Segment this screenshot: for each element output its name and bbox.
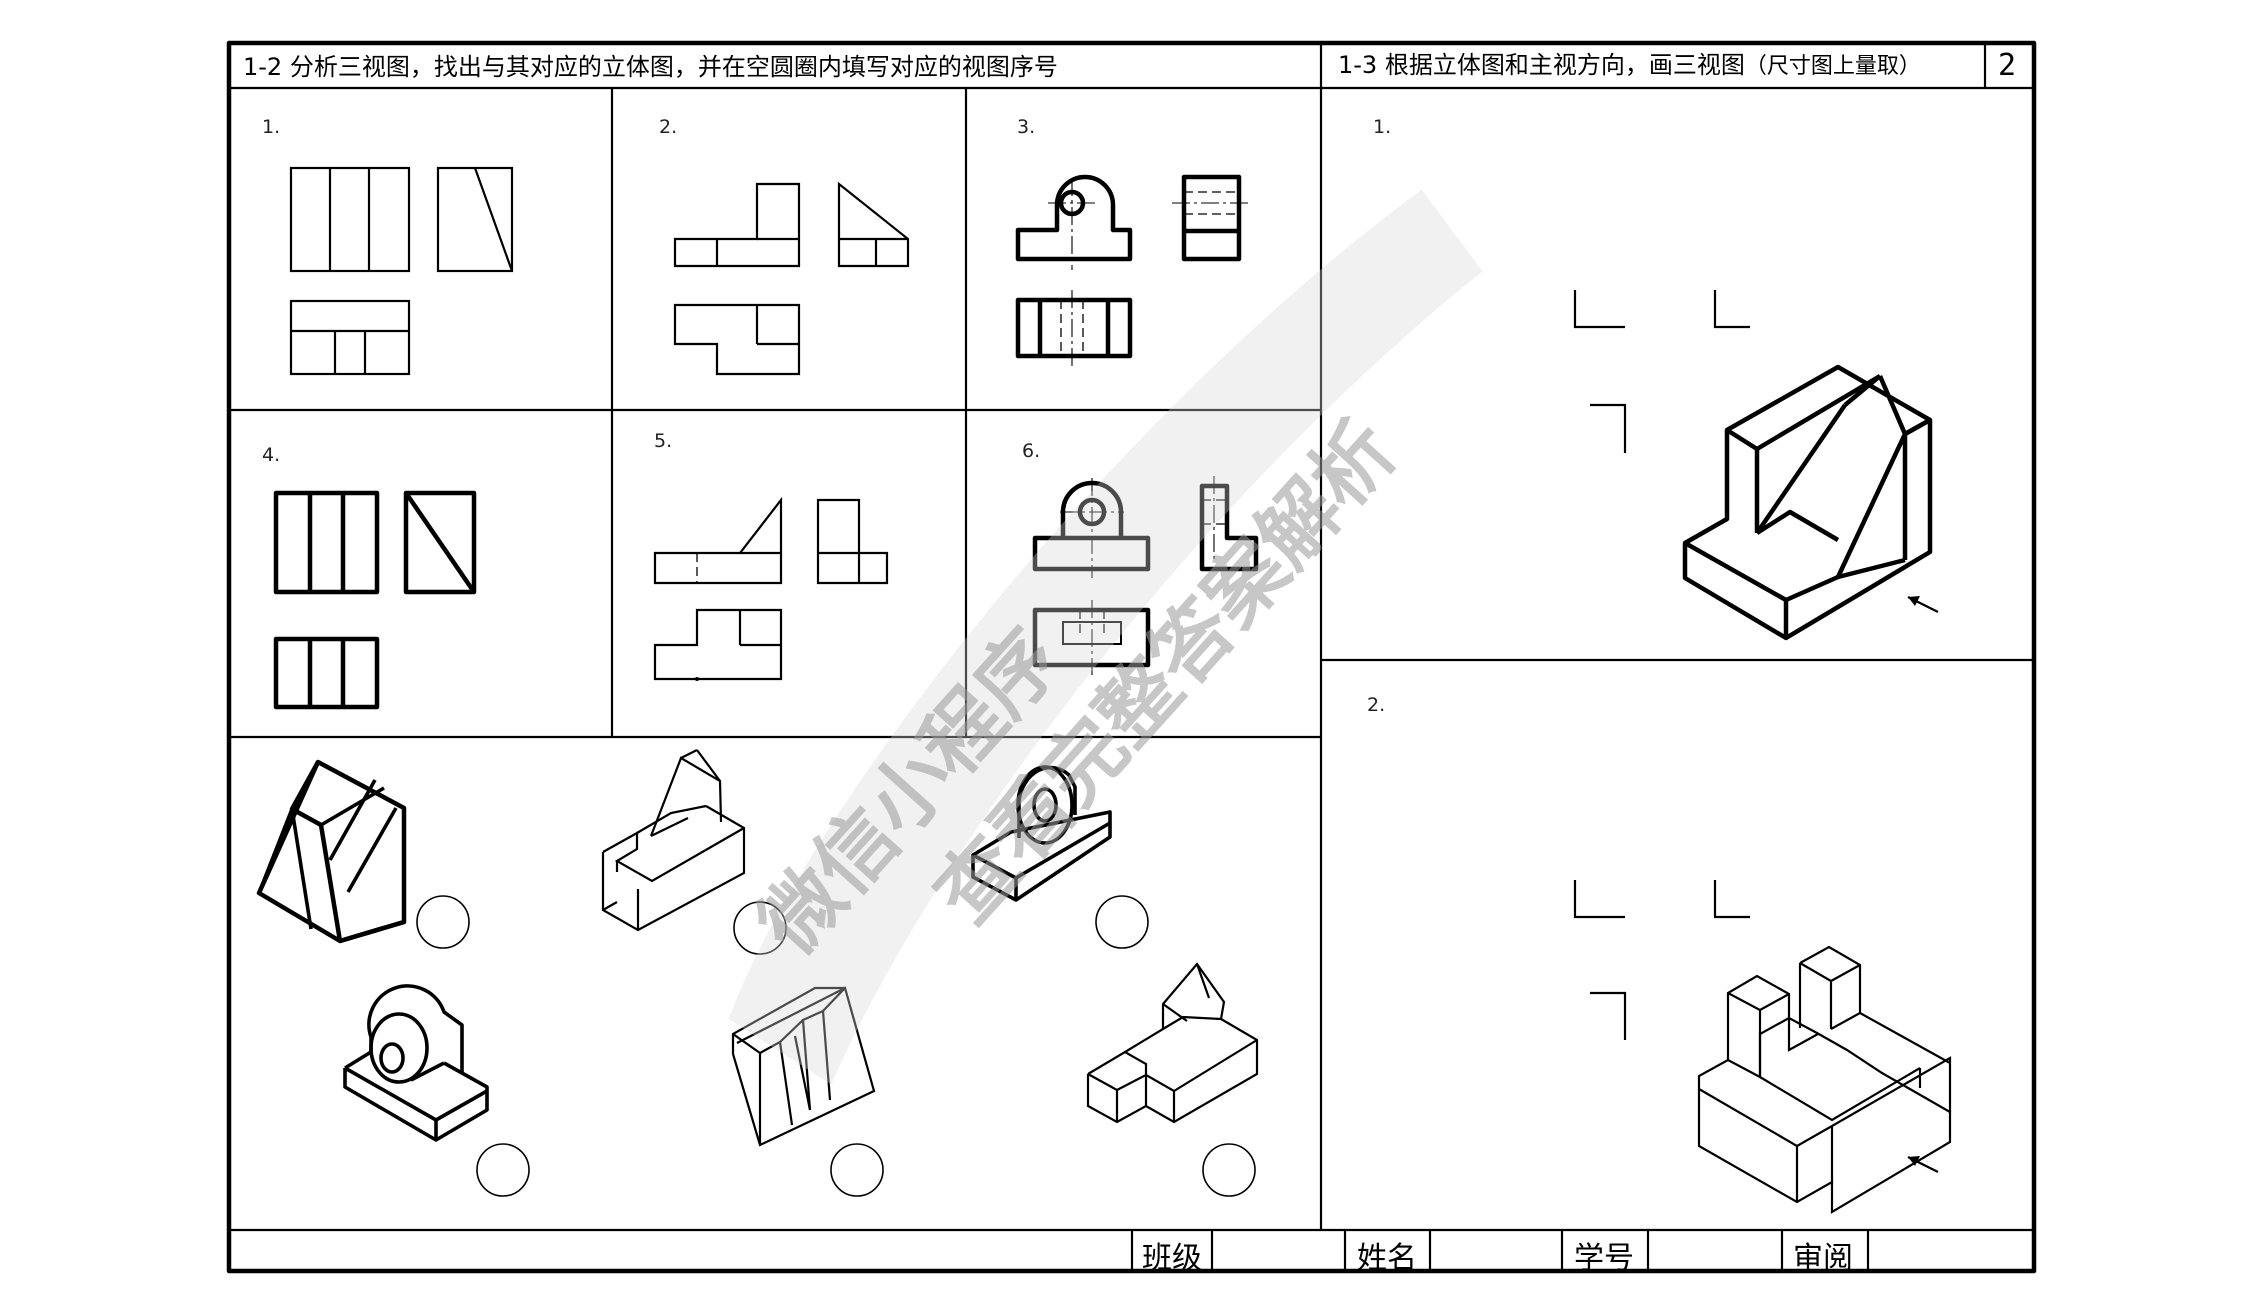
drawing-item-number-2: 2. <box>1367 694 1386 716</box>
name-field[interactable] <box>1430 1230 1562 1271</box>
section-1-3-title: 1-3 根据立体图和主视方向，画三视图（尺寸图上量取） <box>1338 48 1921 84</box>
three-view-3 <box>1015 174 1251 366</box>
three-view-1 <box>289 166 514 376</box>
section-1-3-note: （尺寸图上量取） <box>1744 54 1921 79</box>
section-1-2-title: 1-2 分析三视图，找出与其对应的立体图，并在空圆圈内填写对应的视图序号 <box>243 53 1058 81</box>
review-field[interactable] <box>1868 1230 2034 1271</box>
isometric-model-b <box>601 749 746 932</box>
item-number-6: 6. <box>1022 440 1041 462</box>
three-view-5 <box>653 496 889 681</box>
answer-circle-f[interactable] <box>1202 1143 1256 1197</box>
answer-circle-e[interactable] <box>830 1143 884 1197</box>
answer-circle-d[interactable] <box>476 1143 530 1197</box>
isometric-model-a <box>256 759 407 944</box>
drawing-area-1 <box>1573 290 1939 641</box>
student-id-field[interactable] <box>1648 1230 1782 1271</box>
three-view-6 <box>1032 476 1259 675</box>
isometric-model-c <box>971 765 1112 902</box>
drawing-area-2 <box>1573 880 1952 1214</box>
isometric-model-d <box>343 984 489 1142</box>
class-label: 班级 <box>1142 1241 1202 1276</box>
item-number-4: 4. <box>262 444 281 466</box>
answer-circle-a[interactable] <box>416 895 470 949</box>
item-number-2: 2. <box>659 116 678 138</box>
watermark: 微信小程序 查看完整答案解析 <box>728 189 1483 1085</box>
three-view-2 <box>673 181 910 376</box>
item-number-3: 3. <box>1017 116 1036 138</box>
three-view-4 <box>273 490 477 710</box>
review-label: 审阅 <box>1793 1241 1853 1276</box>
name-label: 姓名 <box>1357 1241 1417 1276</box>
section-1-3-heading: 1-3 根据立体图和主视方向，画三视图 <box>1338 51 1745 79</box>
answer-circle-c[interactable] <box>1095 895 1149 949</box>
answer-circles <box>416 895 1256 1197</box>
isometric-model-f <box>1086 962 1259 1124</box>
sheet-frame <box>226 40 2037 1274</box>
item-number-5: 5. <box>654 430 673 452</box>
page-number: 2 <box>1998 48 2017 83</box>
answer-circle-b[interactable] <box>733 901 787 955</box>
item-number-1: 1. <box>262 116 281 138</box>
isometric-model-e <box>731 986 876 1147</box>
drawing-item-number-1: 1. <box>1373 116 1392 138</box>
student-id-label: 学号 <box>1574 1241 1634 1276</box>
class-field[interactable] <box>1212 1230 1345 1271</box>
